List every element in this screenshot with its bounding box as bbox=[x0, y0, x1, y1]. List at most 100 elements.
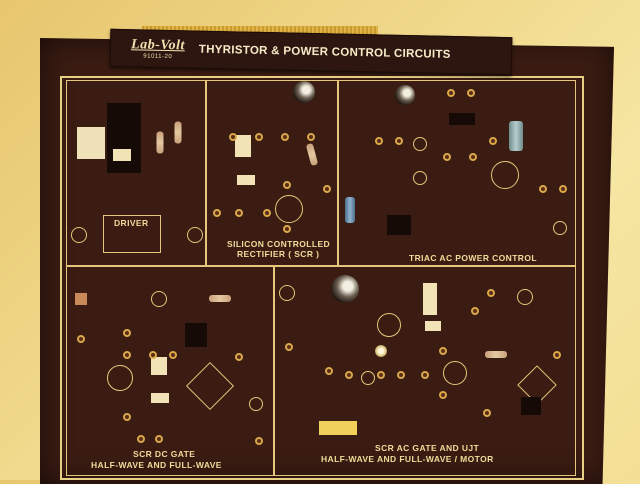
jack[interactable] bbox=[377, 371, 385, 379]
capacitor-c1 bbox=[319, 421, 357, 435]
jack[interactable] bbox=[77, 335, 85, 343]
panel-power-driver: DRIVER bbox=[66, 80, 206, 266]
diode-cr2-icon bbox=[361, 371, 375, 385]
jack[interactable] bbox=[169, 351, 177, 359]
triac-symbol-icon bbox=[491, 161, 519, 189]
scr-ac-gate-label-line2: HALF-WAVE AND FULL-WAVE / MOTOR bbox=[321, 454, 494, 464]
brand-name: Lab-Volt bbox=[130, 37, 186, 54]
jack[interactable] bbox=[559, 185, 567, 193]
jack[interactable] bbox=[345, 371, 353, 379]
generator-symbol-icon bbox=[71, 227, 87, 243]
diode-cr2-icon bbox=[413, 171, 427, 185]
board-title: THYRISTOR & POWER CONTROL CIRCUITS bbox=[198, 43, 451, 61]
potentiometer-knob[interactable] bbox=[331, 275, 359, 303]
wirewound-resistor bbox=[509, 121, 523, 151]
jack[interactable] bbox=[539, 185, 547, 193]
driver-label: DRIVER bbox=[114, 218, 149, 228]
jack[interactable] bbox=[123, 329, 131, 337]
jack[interactable] bbox=[447, 89, 455, 97]
scr-ac-gate-label-line1: SCR AC GATE AND UJT bbox=[375, 443, 480, 453]
jack[interactable] bbox=[235, 353, 243, 361]
jack[interactable] bbox=[285, 343, 293, 351]
diode-cr1-icon bbox=[279, 285, 295, 301]
component-block bbox=[521, 397, 541, 415]
ac-source-icon bbox=[187, 227, 203, 243]
jack[interactable] bbox=[263, 209, 271, 217]
switch-s1[interactable] bbox=[75, 293, 87, 305]
jack[interactable] bbox=[283, 225, 291, 233]
lamp-symbol-icon bbox=[517, 289, 533, 305]
jack[interactable] bbox=[255, 437, 263, 445]
jack[interactable] bbox=[235, 209, 243, 217]
jack[interactable] bbox=[375, 137, 383, 145]
heatsink bbox=[107, 103, 141, 173]
ujt-symbol-icon bbox=[377, 313, 401, 337]
panel-scr-ac-gate-ujt: SCR AC GATE AND UJT HALF-WAVE AND FULL-W… bbox=[274, 266, 576, 476]
jack[interactable] bbox=[307, 133, 315, 141]
diode-cr1-icon bbox=[151, 291, 167, 307]
potentiometer-knob[interactable] bbox=[395, 85, 415, 105]
scr-q2-symbol-icon bbox=[443, 361, 467, 385]
regulator bbox=[113, 149, 131, 161]
indicator-lamp bbox=[375, 345, 387, 357]
jack[interactable] bbox=[325, 367, 333, 375]
resistor bbox=[305, 142, 319, 167]
jack[interactable] bbox=[421, 371, 429, 379]
jack[interactable] bbox=[229, 133, 237, 141]
jack[interactable] bbox=[123, 351, 131, 359]
scr-device bbox=[235, 135, 251, 157]
ac-source-icon bbox=[249, 397, 263, 411]
jack[interactable] bbox=[443, 153, 451, 161]
jack[interactable] bbox=[155, 435, 163, 443]
potentiometer-knob[interactable] bbox=[293, 81, 315, 103]
heatsink-fins bbox=[237, 175, 255, 185]
jack[interactable] bbox=[553, 351, 561, 359]
triac-module bbox=[449, 113, 475, 125]
jack[interactable] bbox=[283, 181, 291, 189]
bridge-cr2-icon bbox=[185, 361, 235, 411]
board-outline bbox=[60, 76, 584, 480]
jack[interactable] bbox=[489, 137, 497, 145]
jack[interactable] bbox=[255, 133, 263, 141]
jack[interactable] bbox=[123, 413, 131, 421]
component-block bbox=[185, 323, 207, 347]
jack[interactable] bbox=[281, 133, 289, 141]
scr-dc-gate-label-line2: HALF-WAVE AND FULL-WAVE bbox=[91, 460, 222, 470]
jack[interactable] bbox=[137, 435, 145, 443]
jack[interactable] bbox=[395, 137, 403, 145]
jack[interactable] bbox=[323, 185, 331, 193]
scr-symbol-icon bbox=[275, 195, 303, 223]
triac-label: TRIAC AC POWER CONTROL bbox=[409, 253, 537, 263]
resistor-r4 bbox=[209, 295, 231, 302]
resistor bbox=[156, 131, 164, 154]
jack[interactable] bbox=[213, 209, 221, 217]
jack[interactable] bbox=[439, 347, 447, 355]
capacitor-c1 bbox=[345, 197, 355, 223]
scr-device bbox=[423, 283, 437, 315]
scr-dc-gate-label-line1: SCR DC GATE bbox=[133, 449, 196, 459]
resistor bbox=[174, 121, 182, 144]
jack[interactable] bbox=[439, 391, 447, 399]
diode-cr1-icon bbox=[413, 137, 427, 151]
scr-label-line2: RECTIFIER ( SCR ) bbox=[237, 249, 320, 259]
jack[interactable] bbox=[469, 153, 477, 161]
circuit-board: DRIVER SILICON CONTROLLED RECTIFIER ( SC… bbox=[40, 38, 614, 484]
scr-label-line1: SILICON CONTROLLED bbox=[227, 239, 331, 249]
jack[interactable] bbox=[397, 371, 405, 379]
driver-block: DRIVER bbox=[103, 215, 161, 253]
panel-triac: TRIAC AC POWER CONTROL bbox=[338, 80, 576, 266]
transformer bbox=[77, 127, 105, 159]
labvolt-logo: Lab-Volt 91011-20 bbox=[131, 37, 185, 60]
ac-source-icon bbox=[553, 221, 567, 235]
resistor-r6 bbox=[485, 351, 507, 358]
capacitor-block bbox=[387, 215, 411, 235]
jack[interactable] bbox=[149, 351, 157, 359]
jack[interactable] bbox=[487, 289, 495, 297]
jack[interactable] bbox=[467, 89, 475, 97]
scr-device bbox=[151, 357, 167, 375]
model-number: 91011-20 bbox=[143, 53, 173, 61]
jack[interactable] bbox=[483, 409, 491, 417]
panel-scr-dc-gate: SCR DC GATE HALF-WAVE AND FULL-WAVE bbox=[66, 266, 274, 476]
jack[interactable] bbox=[471, 307, 479, 315]
scr-symbol-icon bbox=[107, 365, 133, 391]
